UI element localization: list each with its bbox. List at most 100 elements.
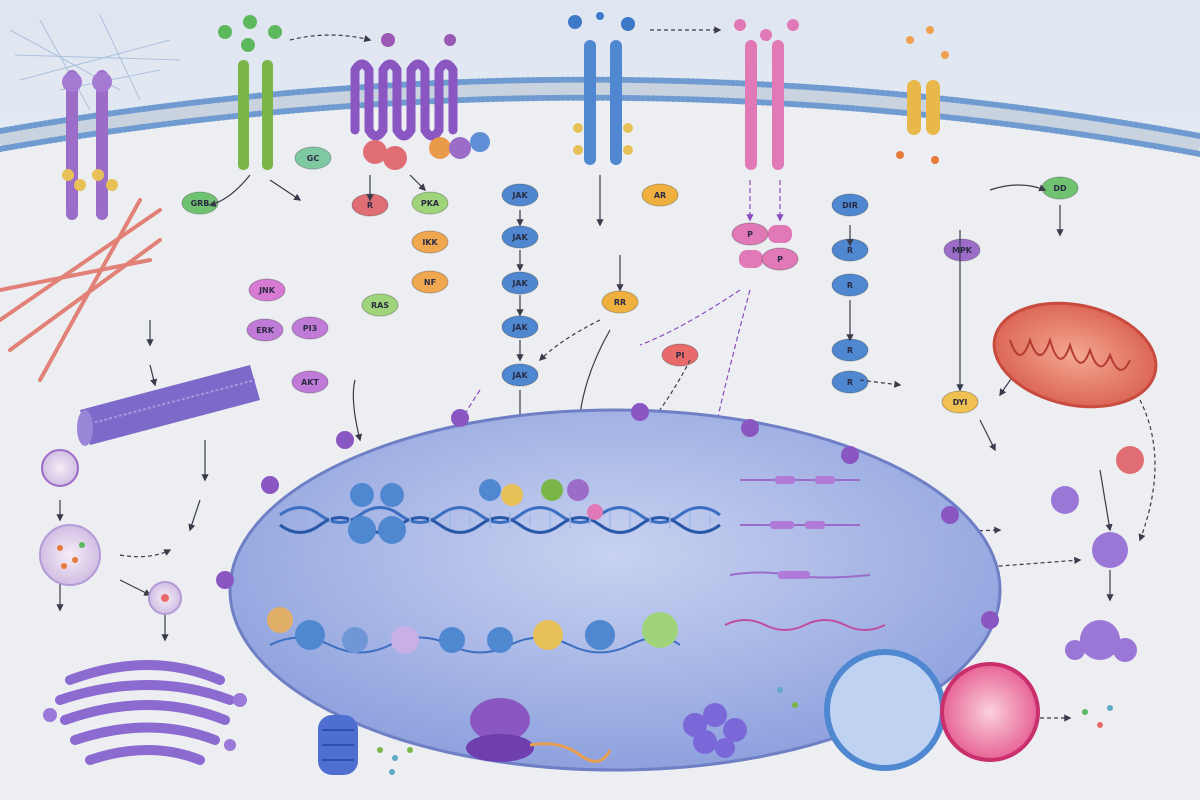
node-label: JAK: [511, 371, 528, 380]
node-mid-node-4: JNK: [248, 278, 286, 302]
signaling-nodes: GRB GC R JAK JAK JAK JAK JAK P P PKA IKK NF JNK ERK PI3…: [181, 146, 1079, 414]
node-label: ERK: [256, 326, 275, 335]
node-shape: [831, 273, 869, 297]
node-label: GRB: [191, 199, 210, 208]
golgi-apparatus-icon: [43, 660, 247, 765]
extracellular-matrix: [9, 14, 181, 111]
node-mid-node-6: PI3: [291, 316, 329, 340]
ion-channel-icon: [896, 26, 949, 164]
node-shape: [411, 191, 449, 215]
node-shape: [761, 247, 799, 271]
node-shape: [641, 183, 679, 207]
node-label: RAS: [371, 301, 389, 310]
node-shape: [181, 191, 219, 215]
node-label: JAK: [511, 233, 528, 242]
node-label: AKT: [301, 378, 319, 387]
node-dyi-node: DYI: [941, 390, 979, 414]
microtubule-icon: [77, 365, 260, 446]
node-label: P: [777, 255, 783, 264]
node-label: JAK: [511, 323, 528, 332]
node-shape: [291, 370, 329, 394]
node-shape: [291, 316, 329, 340]
node-label: R: [847, 378, 853, 387]
node-kinase-node: AR: [641, 183, 679, 207]
node-shape: [731, 222, 769, 246]
node-right-node-4: R: [831, 338, 869, 362]
small-molecules: [377, 687, 1113, 775]
node-jak-stat-3: JAK: [501, 271, 539, 295]
node-mid-node-2: IKK: [411, 230, 449, 254]
node-shape: [411, 230, 449, 254]
node-jak-stat-5: JAK: [501, 363, 539, 387]
node-right-node-3: R: [831, 273, 869, 297]
green-receptor-icon: [218, 15, 282, 170]
node-shape: [501, 363, 539, 387]
node-label: IKK: [422, 238, 438, 247]
vesicle-icon: [39, 449, 182, 615]
node-label: JAK: [511, 279, 528, 288]
node-mid-node-3: NF: [411, 270, 449, 294]
node-label: P: [747, 230, 753, 239]
node-right-node-5: R: [831, 370, 869, 394]
node-gpcr-node: GC: [294, 146, 332, 170]
plasma-membrane: [0, 76, 1200, 157]
node-label: DD: [1053, 184, 1067, 193]
node-orange-node: RR: [601, 290, 639, 314]
node-jak-stat-2: JAK: [501, 225, 539, 249]
node-label: PI3: [303, 324, 317, 333]
lysosome-icon: [824, 649, 1040, 771]
nucleosome-icon: [267, 607, 681, 654]
node-label: NF: [424, 278, 436, 287]
node-mid-node-8: RAS: [361, 293, 399, 317]
node-label: PKA: [421, 199, 440, 208]
node-label: R: [847, 281, 853, 290]
node-label: MPK: [952, 246, 973, 255]
node-cytokine-p2: P: [761, 247, 799, 271]
node-label: AR: [654, 191, 666, 200]
transcription-factors: [348, 479, 603, 544]
node-right-node-1: DIR: [831, 193, 869, 217]
node-shape: [501, 271, 539, 295]
node-label: JNK: [258, 286, 276, 295]
node-shape: [831, 370, 869, 394]
gpcr-icon: [350, 33, 490, 170]
node-shape: [831, 193, 869, 217]
protein-aggregate-icon: [683, 703, 747, 758]
node-shape: [248, 278, 286, 302]
node-label: JAK: [511, 191, 528, 200]
node-label: DYI: [953, 398, 968, 407]
node-mid-node-7: AKT: [291, 370, 329, 394]
node-dd-node: DD: [1041, 176, 1079, 200]
node-mid-node-1: PKA: [411, 191, 449, 215]
node-label: R: [847, 246, 853, 255]
node-shape: [943, 238, 981, 262]
node-rtk-grb-node: GRB: [181, 191, 219, 215]
proteasome-cluster-icon: [1051, 446, 1144, 662]
node-shape: [661, 343, 699, 367]
proteasome-icon: [318, 715, 358, 775]
receptor-tyrosine-kinase-icon: [62, 70, 118, 220]
node-mpk-node: MPK: [943, 238, 981, 262]
mrna-transcripts: [724, 476, 886, 631]
actin-filament-icon: [0, 198, 162, 382]
node-label: R: [367, 201, 373, 210]
jak-stat-receptor-icon: [568, 12, 635, 165]
node-label: GC: [307, 154, 320, 163]
node-cytokine-p1: P: [731, 222, 769, 246]
node-jak-stat-4: JAK: [501, 315, 539, 339]
nuclear-pores: [216, 403, 999, 629]
node-jak-stat-1: JAK: [501, 183, 539, 207]
node-pink-node: PI: [661, 343, 699, 367]
node-label: DIR: [842, 201, 858, 210]
node-label: RR: [614, 298, 626, 307]
node-shape: [294, 146, 332, 170]
mitochondrion-icon: [992, 301, 1158, 409]
ribosome-icon: [466, 698, 612, 763]
node-mid-node-5: ERK: [246, 318, 284, 342]
node-label: PI: [676, 351, 685, 360]
node-shape: [361, 293, 399, 317]
node-label: R: [847, 346, 853, 355]
node-shape: [501, 183, 539, 207]
